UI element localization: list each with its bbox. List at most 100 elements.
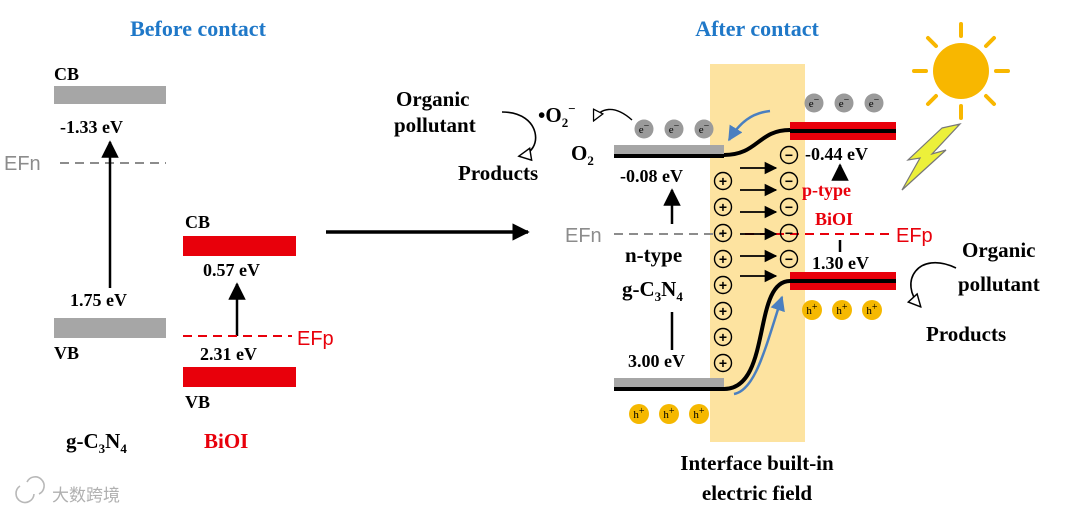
svg-text:+: + (719, 355, 727, 371)
hole-particle: h+ (659, 404, 679, 424)
left-products-label: Products (458, 161, 538, 185)
gcn-vb-value-after: 3.00 eV (628, 351, 685, 371)
positive-charge-column: + + + + + + + + (713, 171, 733, 373)
negative-charge-column: − − − − − (779, 145, 799, 269)
svg-text:−: − (785, 199, 793, 215)
svg-text:e−: e− (839, 95, 850, 110)
gcn-vb-value: 1.75 eV (70, 290, 127, 310)
efn-label-after: EFn (565, 225, 602, 247)
right-organic-label: Organic (962, 238, 1036, 262)
gcn-cb-band-after (614, 145, 724, 154)
oxygen-label: O2 (571, 141, 594, 168)
gcn-vb-label: VB (54, 343, 79, 363)
positive-charge: + (713, 301, 733, 321)
bioi-efp-label: EFp (297, 328, 334, 350)
positive-charge: + (713, 275, 733, 295)
svg-text:e−: e− (809, 95, 820, 110)
negative-charge: − (779, 171, 799, 191)
svg-text:+: + (719, 277, 727, 293)
svg-text:h+: h+ (633, 406, 645, 421)
gcn-electron-group: e− e− e− (634, 119, 714, 139)
svg-text:e−: e− (869, 95, 880, 110)
hole-particle: h+ (862, 300, 882, 320)
svg-text:e−: e− (669, 121, 680, 136)
bioi-cb-value: 0.57 eV (203, 260, 260, 280)
svg-text:+: + (719, 225, 727, 241)
gcn-vb-band (54, 318, 166, 338)
bioi-label-after: BiOI (815, 209, 853, 229)
bioi-cb-label: CB (185, 212, 210, 232)
svg-text:h+: h+ (693, 406, 705, 421)
svg-text:+: + (719, 251, 727, 267)
bioi-vb-band-bottom (790, 283, 896, 290)
hole-particle: h+ (802, 300, 822, 320)
negative-charge: − (779, 223, 799, 243)
bioi-name: BiOI (204, 429, 248, 453)
left-curved-arrow-icon (501, 111, 537, 156)
gcn-cb-value: -1.33 eV (60, 117, 123, 137)
svg-text:+: + (719, 199, 727, 215)
watermark-logo-icon (15, 476, 45, 504)
negative-charge: − (779, 197, 799, 217)
superoxide-radical: •O2− (538, 101, 576, 130)
bioi-cb-value-after: -0.44 eV (805, 144, 868, 164)
bioi-vb-band (183, 367, 296, 387)
positive-charge: + (713, 353, 733, 373)
hole-particle: h+ (832, 300, 852, 320)
positive-charge: + (713, 327, 733, 347)
bioi-vb-band-top (790, 272, 896, 279)
svg-text:h+: h+ (663, 406, 675, 421)
electron-particle: e− (634, 119, 654, 139)
svg-text:h+: h+ (836, 302, 848, 317)
bioi-cb-band-top (790, 122, 896, 129)
electron-particle: e− (664, 119, 684, 139)
svg-text:e−: e− (639, 121, 650, 136)
gcn-hole-group: h+ h+ h+ (629, 404, 709, 424)
bioi-vb-value-after: 1.30 eV (812, 253, 869, 273)
positive-charge: + (713, 197, 733, 217)
field-label-line2: electric field (702, 481, 812, 505)
interface-field-region (710, 64, 805, 442)
svg-text:h+: h+ (866, 302, 878, 317)
svg-text:e−: e− (699, 121, 710, 136)
electron-particle: e− (864, 93, 884, 113)
positive-charge: + (713, 223, 733, 243)
cb-bending-curve (723, 128, 791, 157)
bioi-vb-value: 2.31 eV (200, 344, 257, 364)
negative-charge: − (779, 249, 799, 269)
gcn-cb-band (54, 86, 166, 104)
gcn-cb-value-after: -0.08 eV (620, 166, 683, 186)
electron-transfer-arrow (727, 109, 771, 142)
right-products-label: Products (926, 322, 1006, 346)
hole-particle: h+ (689, 404, 709, 424)
right-pollutant-label: pollutant (958, 272, 1040, 296)
bioi-cb-band-bottom (790, 133, 896, 140)
before-contact-title: Before contact (130, 16, 266, 41)
gcn-efn-label: EFn (4, 153, 41, 175)
gcn-label-after: g-C3N4 (622, 277, 683, 304)
bioi-cb-band (183, 236, 296, 256)
after-contact-title: After contact (695, 16, 819, 41)
field-arrow-group (740, 161, 778, 283)
right-curved-arrow-icon (911, 261, 957, 306)
svg-text:h+: h+ (806, 302, 818, 317)
gcn-vb-band-after (614, 378, 724, 387)
svg-text:−: − (785, 225, 793, 241)
hole-transfer-arrow (733, 295, 785, 396)
lightning-icon (901, 122, 962, 191)
vb-bending-curve (723, 279, 791, 391)
efp-label-after: EFp (896, 225, 933, 247)
svg-text:+: + (719, 173, 727, 189)
hole-particle: h+ (629, 404, 649, 424)
o2-reduction-arrow-icon (594, 109, 633, 120)
svg-text:+: + (719, 303, 727, 319)
svg-text:+: + (719, 329, 727, 345)
electron-particle: e− (834, 93, 854, 113)
left-organic-label: Organic (396, 87, 470, 111)
electron-particle: e− (694, 119, 714, 139)
svg-text:−: − (785, 251, 793, 267)
positive-charge: + (713, 249, 733, 269)
gcn-name: g-C3N4 (66, 429, 127, 456)
negative-charge: − (779, 145, 799, 165)
